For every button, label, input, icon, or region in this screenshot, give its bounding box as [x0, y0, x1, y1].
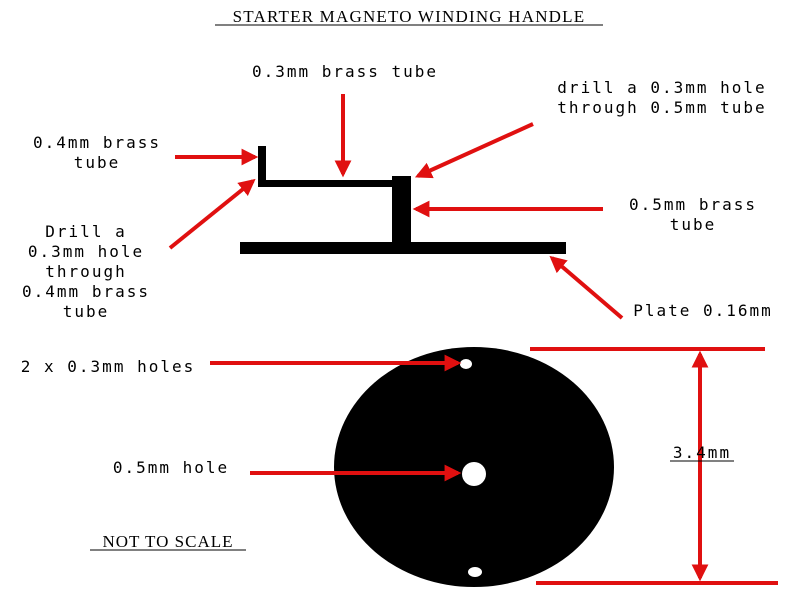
label-drill-05-line1: drill a 0.3mm hole	[557, 78, 766, 97]
label-holes-2x: 2 x 0.3mm holes	[21, 357, 196, 376]
center-hole	[462, 462, 486, 486]
label-tube-03: 0.3mm brass tube	[252, 62, 438, 81]
label-drill-04-line3: through	[45, 262, 126, 281]
label-hole-05: 0.5mm hole	[113, 458, 229, 477]
arrow-drill-05	[414, 122, 534, 179]
plate-top-view	[334, 347, 614, 587]
label-drill-05-line2: through 0.5mm tube	[557, 98, 766, 117]
label-not-to-scale: NOT TO SCALE	[102, 532, 233, 551]
tube-04-side	[258, 146, 266, 186]
label-drill-04-line5: tube	[63, 302, 110, 321]
tube-05-side	[392, 176, 411, 246]
label-tube-05-line1: 0.5mm brass	[629, 195, 757, 214]
small-hole-bottom	[468, 567, 482, 577]
arrows	[168, 94, 778, 585]
arrow-plate	[549, 255, 624, 320]
label-tube-05-line2: tube	[670, 215, 717, 234]
arrow-drill-04	[168, 178, 256, 250]
diagram-title: STARTER MAGNETO WINDING HANDLE	[233, 7, 586, 26]
handle-side-view	[240, 146, 566, 254]
label-tube-04-line1: 0.4mm brass	[33, 133, 161, 152]
tube-03-side	[258, 180, 394, 187]
label-drill-04-line2: 0.3mm hole	[28, 242, 144, 261]
label-plate: Plate 0.16mm	[633, 301, 773, 320]
small-hole-top	[460, 359, 472, 369]
label-drill-04-line1: Drill a	[45, 222, 126, 241]
plate-side	[240, 242, 566, 254]
label-drill-04-line4: 0.4mm brass	[22, 282, 150, 301]
label-dimension: 3.4mm	[673, 443, 731, 462]
label-tube-04-line2: tube	[74, 153, 121, 172]
